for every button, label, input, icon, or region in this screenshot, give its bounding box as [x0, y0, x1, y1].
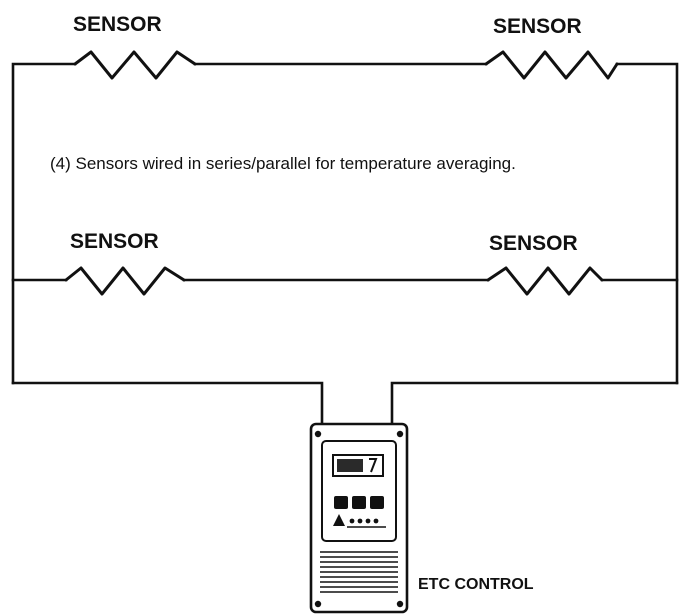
sensors [64, 50, 619, 296]
led-arrow-icon [333, 514, 345, 526]
led-indicator-2-icon [357, 518, 363, 524]
sensor-bottom-left-resistor [64, 266, 186, 296]
sensor-bottom-left-label: SENSOR [70, 230, 159, 253]
sensor-top-left-label: SENSOR [73, 13, 162, 36]
screw-bottom-left-icon [314, 600, 322, 608]
sensor-bottom-right-resistor [486, 266, 604, 296]
control-button-3[interactable] [370, 496, 384, 509]
screw-top-right-icon [396, 430, 404, 438]
top-right-wire [615, 62, 679, 385]
display-indicator-icon [369, 458, 378, 473]
top-branch-wire [11, 62, 77, 385]
etc-control-unit [309, 422, 409, 614]
vent-grille [320, 551, 398, 593]
screw-top-left-icon [314, 430, 322, 438]
control-button-2[interactable] [352, 496, 366, 509]
sensor-top-right-label: SENSOR [493, 15, 582, 38]
control-button-1[interactable] [334, 496, 348, 509]
right-lead-wire [390, 381, 679, 426]
led-indicator-3-icon [365, 518, 371, 524]
sensor-bottom-right-label: SENSOR [489, 232, 578, 255]
led-indicator-1-icon [349, 518, 355, 524]
control-label: ETC CONTROL [418, 576, 534, 593]
left-lead-wire [11, 381, 324, 426]
display-digits [337, 459, 363, 472]
wiring-note: (4) Sensors wired in series/parallel for… [50, 154, 516, 173]
wiring [11, 62, 679, 426]
led-indicator-4-icon [373, 518, 379, 524]
screw-bottom-right-icon [396, 600, 404, 608]
sensor-top-right-resistor [484, 50, 619, 80]
sensor-top-left-resistor [73, 50, 197, 80]
